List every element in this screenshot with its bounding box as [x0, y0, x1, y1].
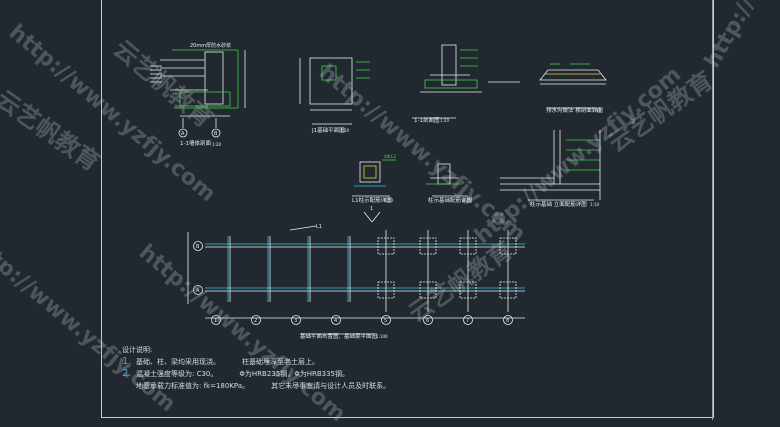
note-right-3: 其它未尽事宜请与设计人员及时联系。	[271, 382, 391, 390]
footing-section-scale: 1:20	[440, 118, 449, 123]
corner-title: 柱示基础 立面配筋详图	[530, 200, 587, 208]
section-marker: 1	[370, 206, 373, 212]
wall-section-detail	[150, 49, 246, 138]
note-right-1: 柱基础埋深至老土层上。	[242, 358, 319, 366]
frame-right-border	[712, 0, 713, 420]
plan-grid-bubbles	[193, 241, 513, 325]
column-detail	[352, 159, 396, 197]
footing-section-detail	[412, 44, 520, 119]
gutter-scale: 1:10	[592, 108, 601, 113]
corner-rebar-detail	[500, 130, 601, 201]
axis-num-2: 2	[254, 318, 257, 324]
note-item-1: 1. 基础、柱、梁均采用现浇。 柱基础埋深至老土层上。	[122, 356, 390, 368]
note-item-2: 2. 混凝土强度等级为: C30。 Φ为HRB235钢，Φ为HRB335钢。	[122, 368, 390, 380]
note-number-2: 2.	[122, 368, 132, 379]
axis-num-7: 7	[466, 318, 469, 324]
foundation-plan	[187, 211, 525, 335]
note-number-1: 1.	[122, 356, 132, 367]
axis-num-8: 8	[506, 318, 509, 324]
wall-top-label: 20mm厚防水砂浆	[190, 42, 231, 49]
column-base-detail	[426, 163, 468, 197]
note-right-2: Φ为HRB235钢，Φ为HRB335钢。	[239, 370, 349, 378]
axis-label-left-1: A	[181, 131, 185, 137]
wall-section-scale: 1:20	[212, 142, 221, 147]
notes-heading: 设计说明:	[122, 346, 153, 354]
axis-num-6: 6	[426, 318, 429, 324]
footing-section-title: 1-1剖面图	[414, 116, 440, 124]
note-item-3: 地基承载力标准值为: fk=180KPa。 其它未尽事宜请与设计人员及时联系。	[122, 380, 390, 392]
corner-scale: 1:10	[590, 202, 599, 207]
footing-plan-title: J1基础平面图	[311, 126, 345, 134]
wall-section-title: 1-1墙体剖面	[180, 139, 211, 147]
design-notes: 设计说明: 1. 基础、柱、梁均采用现浇。 柱基础埋深至老土层上。 2. 混凝土强度等…	[122, 344, 390, 392]
beam-tag: L1	[316, 224, 322, 230]
axis-label-left-2: B	[214, 131, 218, 137]
gutter-detail	[539, 63, 607, 109]
drawing-frame	[101, 0, 714, 418]
column-base-scale: 1:20	[462, 198, 471, 203]
note-text-3: 地基承载力标准值为: fk=180KPa。	[136, 382, 250, 390]
axis-num-1: 1	[214, 318, 217, 324]
axis-num-3: 3	[294, 318, 297, 324]
axis-bubble-b: B	[196, 244, 200, 250]
note-text-2: 混凝土强度等级为: C30。	[136, 370, 218, 378]
column-note: 4Φ12	[384, 154, 396, 160]
gutter-title: 排水沟做法 横剖面详图	[546, 106, 603, 114]
footing-plan-scale: 1:20	[340, 128, 349, 133]
footing-plan-detail	[299, 57, 370, 125]
plan-scale: 1:100	[376, 334, 388, 339]
axis-bubble-a: A	[196, 288, 200, 294]
column-base-title: 柱示基础配筋详图	[428, 196, 473, 204]
axis-num-5: 5	[384, 318, 387, 324]
column-scale: 1:20	[384, 198, 393, 203]
note-text-1: 基础、柱、梁均采用现浇。	[136, 358, 220, 366]
column-title: L1柱示配筋详图	[352, 196, 392, 204]
plan-title: 基础平面布置图、基础梁平面图	[300, 332, 378, 340]
axis-num-4: 4	[334, 318, 337, 324]
